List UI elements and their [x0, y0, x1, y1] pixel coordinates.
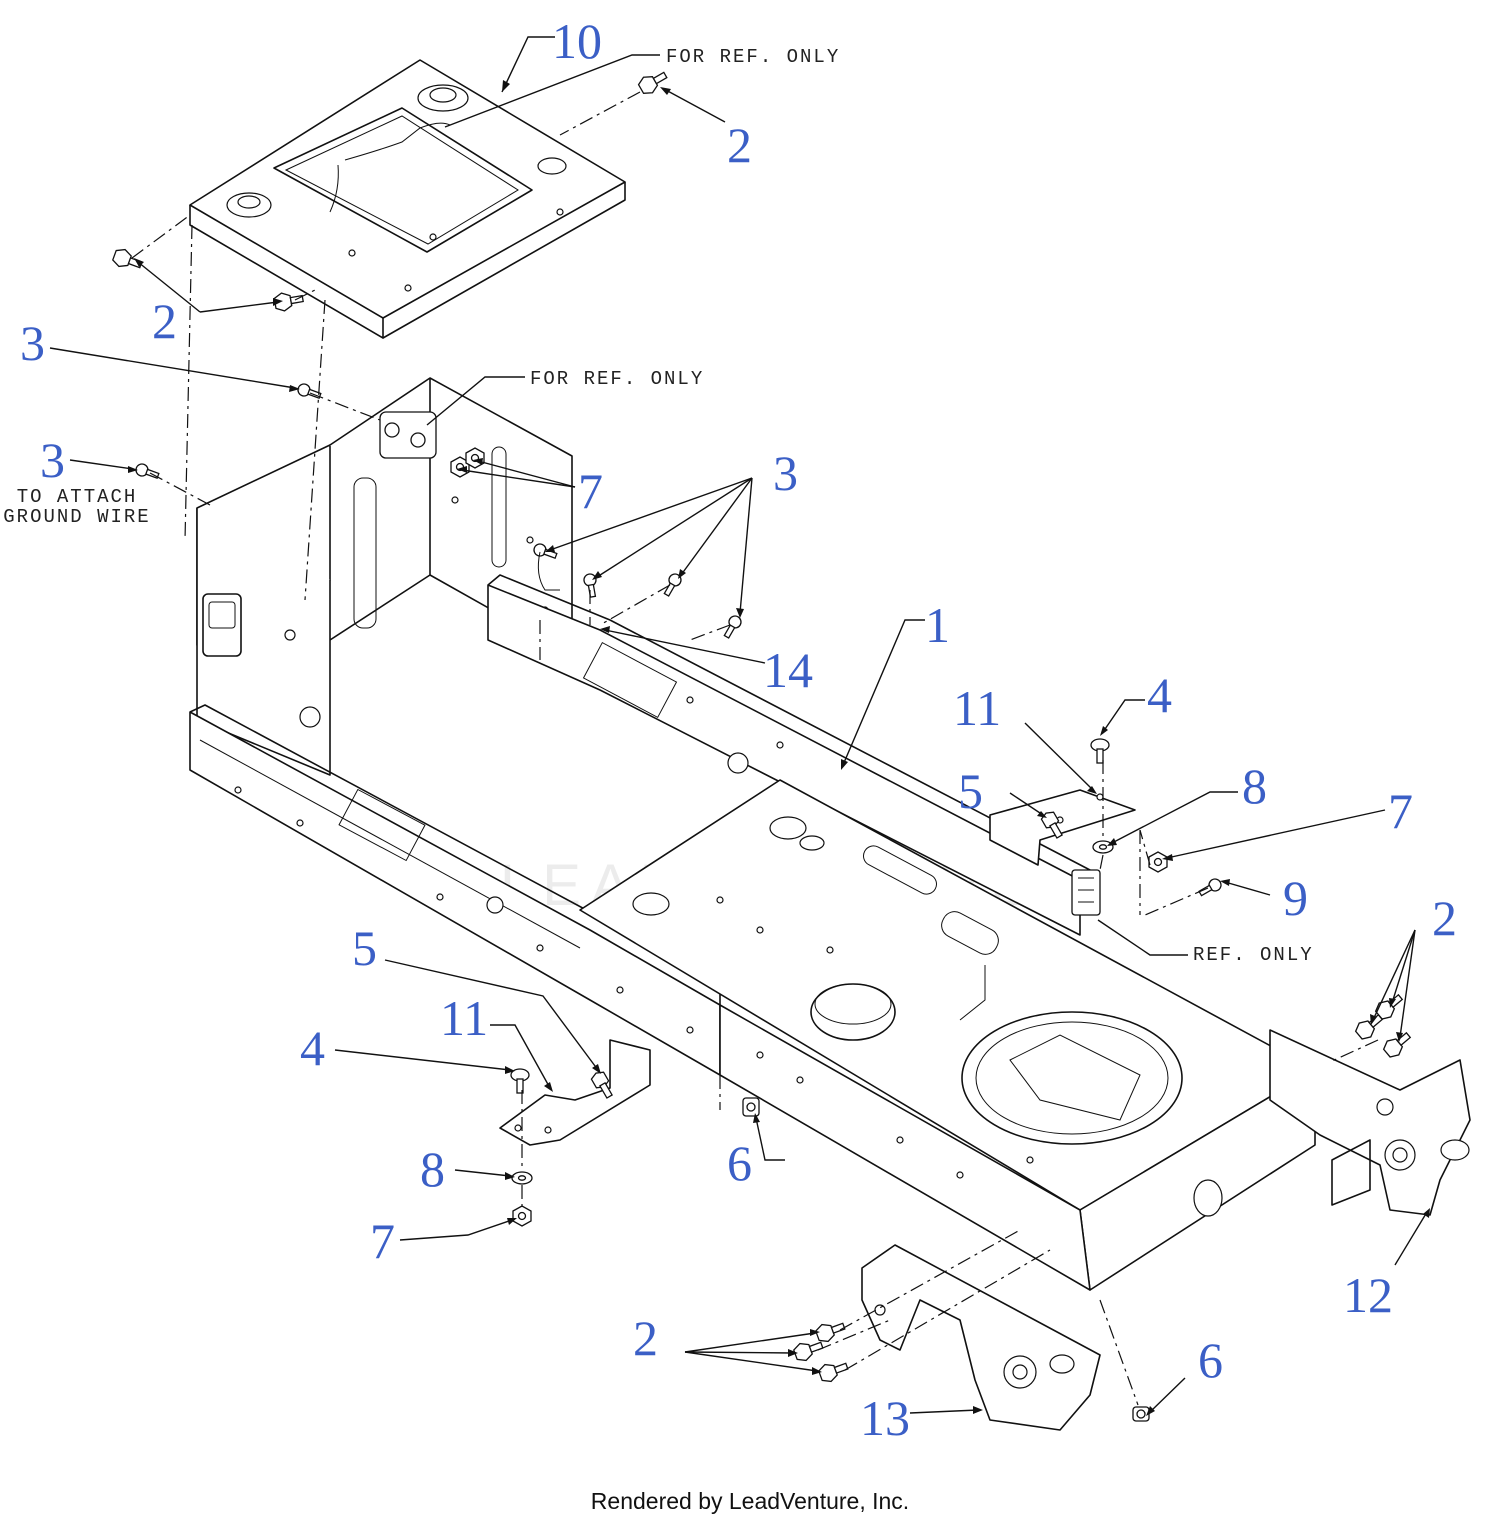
callout-14: 14 [763, 642, 813, 698]
callout-8: 8 [1242, 758, 1267, 814]
callout-10: 10 [552, 13, 602, 69]
reference-notes: FOR REF. ONLY FOR REF. ONLY TO ATTACH GR… [3, 46, 1314, 966]
callout-1: 1 [925, 597, 950, 653]
callout-3: 3 [40, 432, 65, 488]
callout-7: 7 [1388, 783, 1413, 839]
note-ref-only-right: REF. ONLY [1193, 944, 1314, 966]
callout-9: 9 [1283, 870, 1308, 926]
callout-7: 7 [578, 463, 603, 519]
callout-4: 4 [300, 1020, 325, 1076]
main-frame [189, 574, 1316, 1291]
callout-11: 11 [953, 680, 1001, 736]
front-bracket-right [1269, 1029, 1471, 1216]
note-for-ref-only-top: FOR REF. ONLY [666, 46, 840, 68]
callout-5: 5 [958, 763, 983, 819]
note-ground-wire-line1: TO ATTACH [17, 486, 138, 508]
callout-labels: 10 2 2 3 3 7 3 1 14 11 4 5 8 7 9 2 5 11 … [20, 13, 1457, 1446]
callout-7: 7 [370, 1213, 395, 1269]
callout-13: 13 [860, 1390, 910, 1446]
callout-2: 2 [633, 1310, 658, 1366]
callout-4: 4 [1147, 667, 1172, 723]
footer-credit: Rendered by LeadVenture, Inc. [590, 1488, 910, 1514]
callout-2: 2 [727, 117, 752, 173]
bracket-lower [499, 1039, 651, 1146]
callout-6: 6 [1198, 1332, 1223, 1388]
note-ground-wire-line2: GROUND WIRE [3, 506, 150, 528]
seat-plate [189, 59, 626, 339]
note-for-ref-only-mid: FOR REF. ONLY [530, 368, 704, 390]
callout-5: 5 [352, 920, 377, 976]
callout-8: 8 [420, 1141, 445, 1197]
callout-6: 6 [727, 1135, 752, 1191]
hardware [112, 71, 1412, 1422]
callout-3: 3 [20, 315, 45, 371]
leader-lines [49, 36, 1430, 1416]
callout-3: 3 [773, 445, 798, 501]
front-bracket-left [861, 1244, 1101, 1431]
callout-11: 11 [440, 990, 488, 1046]
callout-12: 12 [1343, 1267, 1393, 1323]
callout-2: 2 [1432, 890, 1457, 946]
callout-2: 2 [152, 293, 177, 349]
assembly-lines [131, 91, 1379, 1406]
